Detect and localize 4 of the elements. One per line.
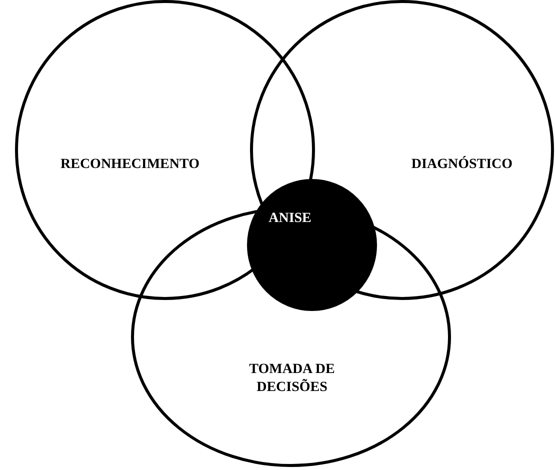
circle-label: ANISE [268,210,312,228]
circle-label: DIAGNÓSTICO [410,156,514,174]
circle-label: TOMADA DE DECISÕES [248,361,336,397]
circle-label: RECONHECIMENTO [60,156,200,174]
